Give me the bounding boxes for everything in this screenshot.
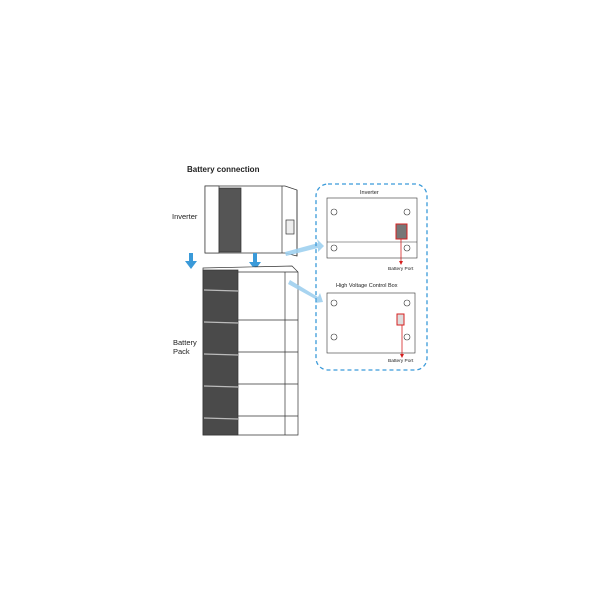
battery-pack-label-line2: Pack — [173, 347, 190, 356]
inverter-battery-port-label: Battery Port — [388, 266, 414, 272]
hv-control-box-view — [326, 292, 416, 354]
inverter-label: Inverter — [172, 212, 198, 221]
hv-control-box-title: High Voltage Control Box — [336, 283, 398, 289]
hv-battery-port-label: Battery Port — [388, 358, 414, 364]
battery-pack-stack — [202, 265, 299, 436]
detail-inset-frame — [315, 183, 428, 371]
down-arrow-icon — [185, 253, 261, 270]
callout-arrows — [285, 239, 324, 303]
diagram-title: Battery connection — [187, 165, 260, 174]
inverter-unit — [204, 185, 298, 257]
battery-pack-label-line1: Battery — [173, 338, 197, 347]
inset-inverter-title: Inverter — [360, 190, 379, 196]
inverter-bottom-view — [326, 197, 418, 259]
